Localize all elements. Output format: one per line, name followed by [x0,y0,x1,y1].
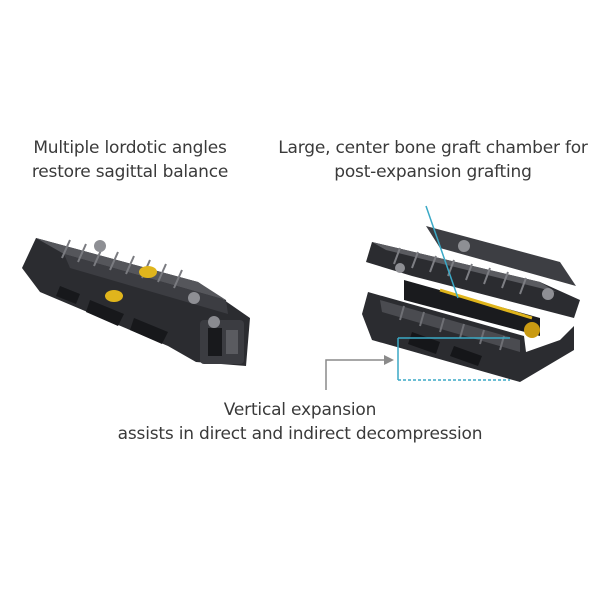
graft-chamber-leader-line [425,205,459,299]
expansion-callout-line-1: Vertical expansion [223,400,377,420]
expansion-height-bracket [397,337,510,381]
graft-chamber-callout: Large, center bone graft chamber for pos… [268,136,598,184]
graft-callout-line-1: Large, center bone graft chamber for [278,138,588,158]
graft-callout-line-2: post-expansion grafting [334,162,532,182]
expanded-implant-image [362,226,580,382]
vertical-expansion-callout: Vertical expansion assists in direct and… [60,398,540,446]
lordotic-callout-line-1: Multiple lordotic angles [33,138,227,158]
collapsed-implant-image [22,238,250,366]
lordotic-callout-line-2: restore sagittal balance [31,162,229,182]
lordotic-angles-callout: Multiple lordotic angles restore sagitta… [10,136,250,184]
expansion-callout-line-2: assists in direct and indirect decompres… [117,424,483,444]
expansion-pointer-arrow [325,355,394,390]
